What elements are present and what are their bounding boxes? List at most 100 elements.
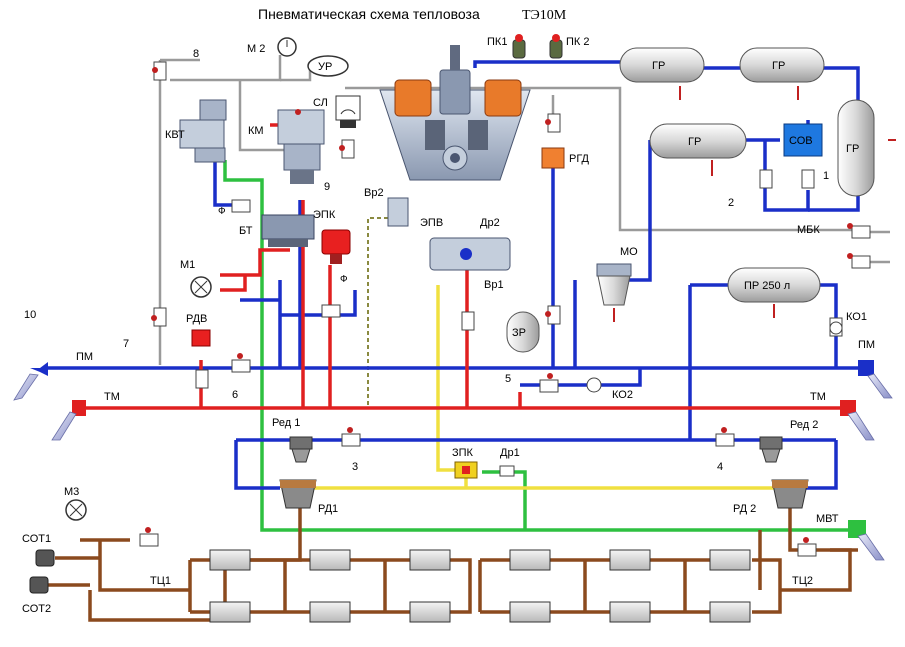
label-6: 6 [232, 389, 238, 401]
label-ko1: КО1 [846, 311, 867, 323]
label-zpk: ЗПК [452, 447, 474, 459]
label-mo: МО [620, 246, 638, 258]
label-4: 4 [717, 461, 723, 473]
km-valve [277, 109, 325, 184]
label-10: 10 [24, 309, 36, 321]
label-km: КМ [248, 125, 264, 137]
gauge-m1 [190, 276, 212, 298]
reservoir-zr: ЗР [506, 311, 540, 353]
diagram-title: Пневматическая схема тепловоза [258, 6, 480, 22]
label-rdv: РДВ [186, 313, 207, 325]
label-sot1: СОТ1 [22, 533, 51, 545]
reservoir-gr-3-label: ГР [688, 136, 701, 148]
label-sot2: СОТ2 [22, 603, 51, 615]
reservoir-zr-label: ЗР [512, 327, 526, 339]
pk2-valve [549, 34, 563, 59]
label-pk2: ПК 2 [566, 36, 590, 48]
reservoir-gr-1-label: ГР [652, 60, 665, 72]
ko1-valve [829, 321, 843, 335]
reservoir-gr-3: ГР [649, 123, 747, 159]
label-5: 5 [505, 373, 511, 385]
label-dr2: Др2 [480, 217, 500, 229]
reducer-red2 [759, 436, 783, 463]
gauge-m2 [277, 37, 297, 57]
label-mvt: МВТ [816, 513, 839, 525]
ur-reservoir: УР [307, 55, 349, 77]
epk-block [321, 229, 351, 264]
reservoir-gr-2-label: ГР [772, 60, 785, 72]
label-tm-right: ТМ [810, 391, 826, 403]
label-7: 7 [123, 338, 129, 350]
reducer-red1 [289, 436, 313, 463]
label-epk: ЭПК [313, 209, 336, 221]
sov-block: СОВ [783, 123, 823, 157]
relay-rd1 [279, 479, 317, 509]
label-1: 1 [823, 170, 829, 182]
label-rd2: РД 2 [733, 503, 756, 515]
label-8: 8 [193, 48, 199, 60]
reservoir-pr250-label: ПР 250 л [744, 280, 790, 292]
oil-separator-mo [596, 263, 632, 306]
hose-pm-left [13, 362, 48, 401]
reservoir-gr-2: ГР [739, 47, 825, 83]
label-bt: БТ [239, 225, 253, 237]
reservoir-gr-4-label: ГР [846, 143, 859, 155]
ur-label: УР [318, 61, 332, 73]
kvt-valve [179, 99, 227, 163]
yellow-lines [298, 285, 785, 490]
label-ko2: КО2 [612, 389, 633, 401]
label-phi-1: Ф [218, 206, 226, 217]
label-red2: Ред 2 [790, 419, 818, 431]
epv-valve [387, 197, 511, 271]
label-2: 2 [728, 197, 734, 209]
label-sl: СЛ [313, 97, 328, 109]
label-tc1: ТЦ1 [150, 575, 171, 587]
label-dr1: Др1 [500, 447, 520, 459]
sot1-connector [35, 549, 55, 567]
label-vr2: Вр2 [364, 187, 384, 199]
labels: М 2 8 КВТ КМ СЛ ПК1 ПК 2 РГД 1 2 МБК МО … [22, 36, 875, 615]
cock-handles [145, 67, 853, 543]
relay-rd2 [771, 479, 809, 509]
brown-lines [45, 505, 858, 622]
ko2-valve [586, 377, 602, 393]
hose-mvt [848, 520, 885, 561]
hose-tm-left [51, 400, 86, 441]
label-9: 9 [324, 181, 330, 193]
label-pk1: ПК1 [487, 36, 507, 48]
zpk-valve [454, 461, 478, 479]
reservoir-gr-4: ГР [837, 99, 875, 197]
label-tm-left: ТМ [104, 391, 120, 403]
brake-cylinders [209, 549, 751, 623]
label-rd1: РД1 [318, 503, 338, 515]
cock-valves [139, 61, 871, 557]
label-pm-left: ПМ [76, 351, 93, 363]
label-phi-2: Ф [340, 274, 348, 285]
reservoir-pr250: ПР 250 л [727, 267, 821, 303]
gauge-m3 [65, 499, 87, 521]
label-epv: ЭПВ [420, 217, 443, 229]
label-m1: М1 [180, 259, 195, 271]
label-pm-right: ПМ [858, 339, 875, 351]
label-kvt: КВТ [165, 129, 185, 141]
label-tc2: ТЦ2 [792, 575, 813, 587]
sov-label: СОВ [789, 135, 813, 147]
blue-lines [48, 60, 860, 490]
label-red1: Ред 1 [272, 417, 300, 429]
hose-pm-right [858, 360, 893, 399]
rdv-block [191, 329, 211, 347]
label-m2: М 2 [247, 43, 265, 55]
label-vr1: Вр1 [484, 279, 504, 291]
drain-valves [613, 86, 896, 322]
label-mbk: МБК [797, 224, 820, 236]
label-m3: М3 [64, 486, 79, 498]
diagram-model: ТЭ10М [522, 8, 567, 23]
label-3: 3 [352, 461, 358, 473]
green-lines [223, 160, 862, 532]
sot2-connector [29, 576, 49, 594]
olive-dashed-line [367, 217, 388, 408]
sl-gauge [335, 95, 361, 128]
rgd-block [541, 147, 565, 169]
